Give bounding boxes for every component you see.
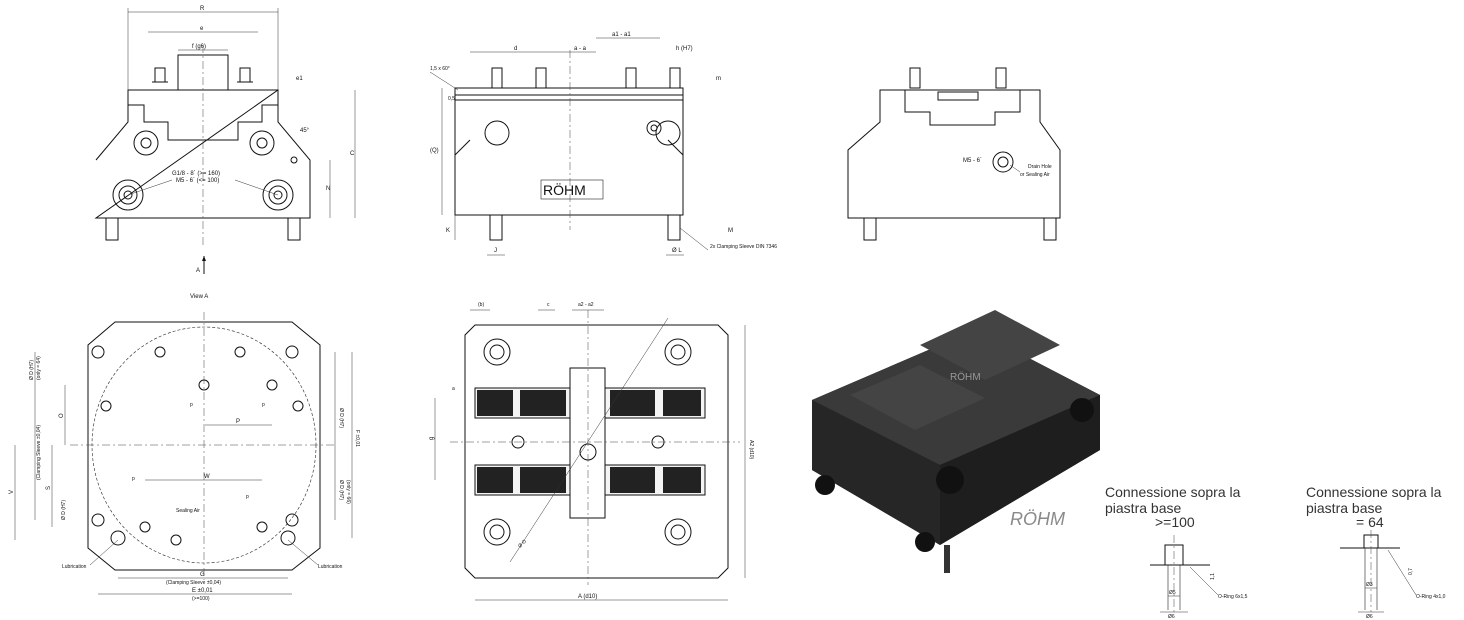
sleeve-note: 2x Clamping Sleeve DIN 7346 bbox=[710, 244, 777, 250]
dim-a1a1: a1 - a1 bbox=[612, 32, 631, 38]
detail1-title-2: piastra base bbox=[1105, 500, 1181, 516]
dim-p3: p bbox=[132, 476, 135, 482]
dim-Q: (Q) bbox=[430, 148, 439, 154]
rear-thread: M5 - 6´ bbox=[963, 158, 982, 164]
drain-hole: Drain Hole bbox=[1028, 164, 1052, 170]
top-view: (b) c a2 - a2 a g Ø O A2 (d10) A (d10) bbox=[429, 302, 754, 601]
dim-a2a2: a2 - a2 bbox=[578, 302, 594, 308]
jaw-bottom-left bbox=[474, 464, 571, 496]
side-logo: RÖHM bbox=[543, 181, 586, 198]
dim-G: G bbox=[200, 572, 205, 578]
dim-D-left: Ø D (H7) bbox=[61, 500, 67, 520]
detail2-title-1: Connessione sopra la bbox=[1306, 484, 1442, 500]
angle-45: 45° bbox=[300, 128, 310, 134]
dim-A2: A2 (d10) bbox=[748, 440, 754, 460]
detail1-title-1: Connessione sopra la bbox=[1105, 484, 1241, 500]
detail-1: Connessione sopra la piastra base >=100 … bbox=[1105, 484, 1248, 620]
rear-view: M5 - 6´ Drain Hole or Sealing Air bbox=[847, 67, 1061, 241]
iso-view: RÖHM RÖHM bbox=[812, 310, 1100, 573]
dim-b: (b) bbox=[478, 302, 484, 308]
detail2-size: = 64 bbox=[1356, 514, 1384, 530]
dim-p4: p bbox=[246, 494, 249, 500]
dim-A: A (d10) bbox=[578, 594, 597, 600]
dim-R: R bbox=[200, 6, 205, 12]
clamping-side: (Clamping Sleeve ±0,04) bbox=[36, 425, 42, 480]
dim-a: a bbox=[452, 386, 455, 392]
dim-p2: p bbox=[262, 402, 265, 408]
dim-S: S bbox=[46, 486, 52, 490]
dim-C: C bbox=[350, 151, 355, 157]
thread-note-1: G1/8 - 8´ (>= 160) bbox=[172, 171, 220, 177]
dim-e1: e1 bbox=[296, 76, 303, 82]
dim-p1: p bbox=[190, 402, 193, 408]
detail1-d-inner: Ø5 bbox=[1169, 590, 1176, 596]
dim-K: K bbox=[446, 228, 450, 234]
bottom-view: View A P p p W p p Sealing Air Ø D (H7) bbox=[9, 294, 360, 602]
front-view: R e f (g6) e1 45° C N G1/8 - 8´ (>= 160)… bbox=[94, 6, 356, 274]
jaw-top-right bbox=[604, 387, 706, 419]
detail1-d-outer: Ø6 bbox=[1168, 614, 1175, 620]
detail1-size: >=100 bbox=[1155, 514, 1195, 530]
side-view: RÖHM 1,5 x 60° d a - a a1 - a1 h (H7) m … bbox=[429, 32, 777, 256]
detail1-oring: O-Ring 6x1,5 bbox=[1218, 594, 1248, 600]
dim-P: P bbox=[236, 419, 240, 425]
detail2-d-outer: Ø6 bbox=[1366, 614, 1373, 620]
dim-O-top: Ø O bbox=[517, 539, 528, 550]
detail2-title-2: piastra base bbox=[1306, 500, 1382, 516]
detail1-depth: 1,1 bbox=[1210, 573, 1216, 580]
jaw-bottom-right bbox=[604, 464, 706, 496]
detail2-d-inner: Ø3 bbox=[1366, 582, 1373, 588]
dim-d: d bbox=[514, 46, 517, 52]
only66: (only = 66) bbox=[345, 480, 351, 504]
dim-L: Ø L bbox=[672, 248, 682, 254]
detail2-oring: O-Ring 4x1,0 bbox=[1416, 594, 1446, 600]
dim-g: g bbox=[429, 437, 435, 440]
sealing-air-label: Sealing Air bbox=[176, 508, 200, 514]
dim-N: N bbox=[326, 186, 330, 192]
dim-F: F ±0,01 bbox=[354, 430, 360, 447]
dim-05: 0,5 bbox=[448, 96, 455, 102]
dim-m: m bbox=[716, 76, 721, 82]
iso-logo: RÖHM bbox=[1010, 509, 1065, 529]
view-a-title: View A bbox=[190, 294, 208, 300]
dim-E-note: (>=100) bbox=[192, 596, 210, 602]
dim-E: E ±0,01 bbox=[192, 588, 213, 594]
dim-aa: a - a bbox=[574, 46, 587, 52]
dim-M: M bbox=[728, 228, 733, 234]
dim-J: J bbox=[494, 248, 497, 254]
dim-G-note: (Clamping Sleeve ±0,04) bbox=[166, 580, 221, 586]
dim-chamfer: 1,5 x 60° bbox=[430, 66, 450, 72]
jaw-top-left bbox=[474, 387, 571, 419]
dim-h: h (H7) bbox=[676, 46, 693, 52]
lub-right: Lubrication bbox=[318, 564, 343, 570]
dim-D-right: Ø D (H7) bbox=[338, 408, 344, 428]
dim-e: e bbox=[200, 26, 204, 32]
iso-logo-top: RÖHM bbox=[950, 371, 981, 383]
view-arrow-A: A bbox=[196, 268, 200, 274]
dim-c: c bbox=[547, 302, 550, 308]
dim-D-top: Ø D (H7) bbox=[29, 360, 35, 380]
dim-O: O bbox=[59, 413, 65, 418]
lub-left: Lubrication bbox=[62, 564, 87, 570]
dim-f: f (g6) bbox=[192, 44, 206, 50]
thread-note-2: M5 - 6´ (<= 100) bbox=[176, 178, 219, 184]
detail2-depth: 0,7 bbox=[1408, 568, 1414, 575]
dim-W: W bbox=[204, 474, 210, 480]
sealing-air: or Sealing Air bbox=[1020, 172, 1050, 178]
dim-V: V bbox=[9, 490, 15, 494]
only64: (only = 64) bbox=[36, 356, 42, 380]
dim-D-right2: Ø D (H7) bbox=[338, 480, 344, 500]
detail-2: Connessione sopra la piastra base = 64 Ø… bbox=[1306, 484, 1446, 620]
